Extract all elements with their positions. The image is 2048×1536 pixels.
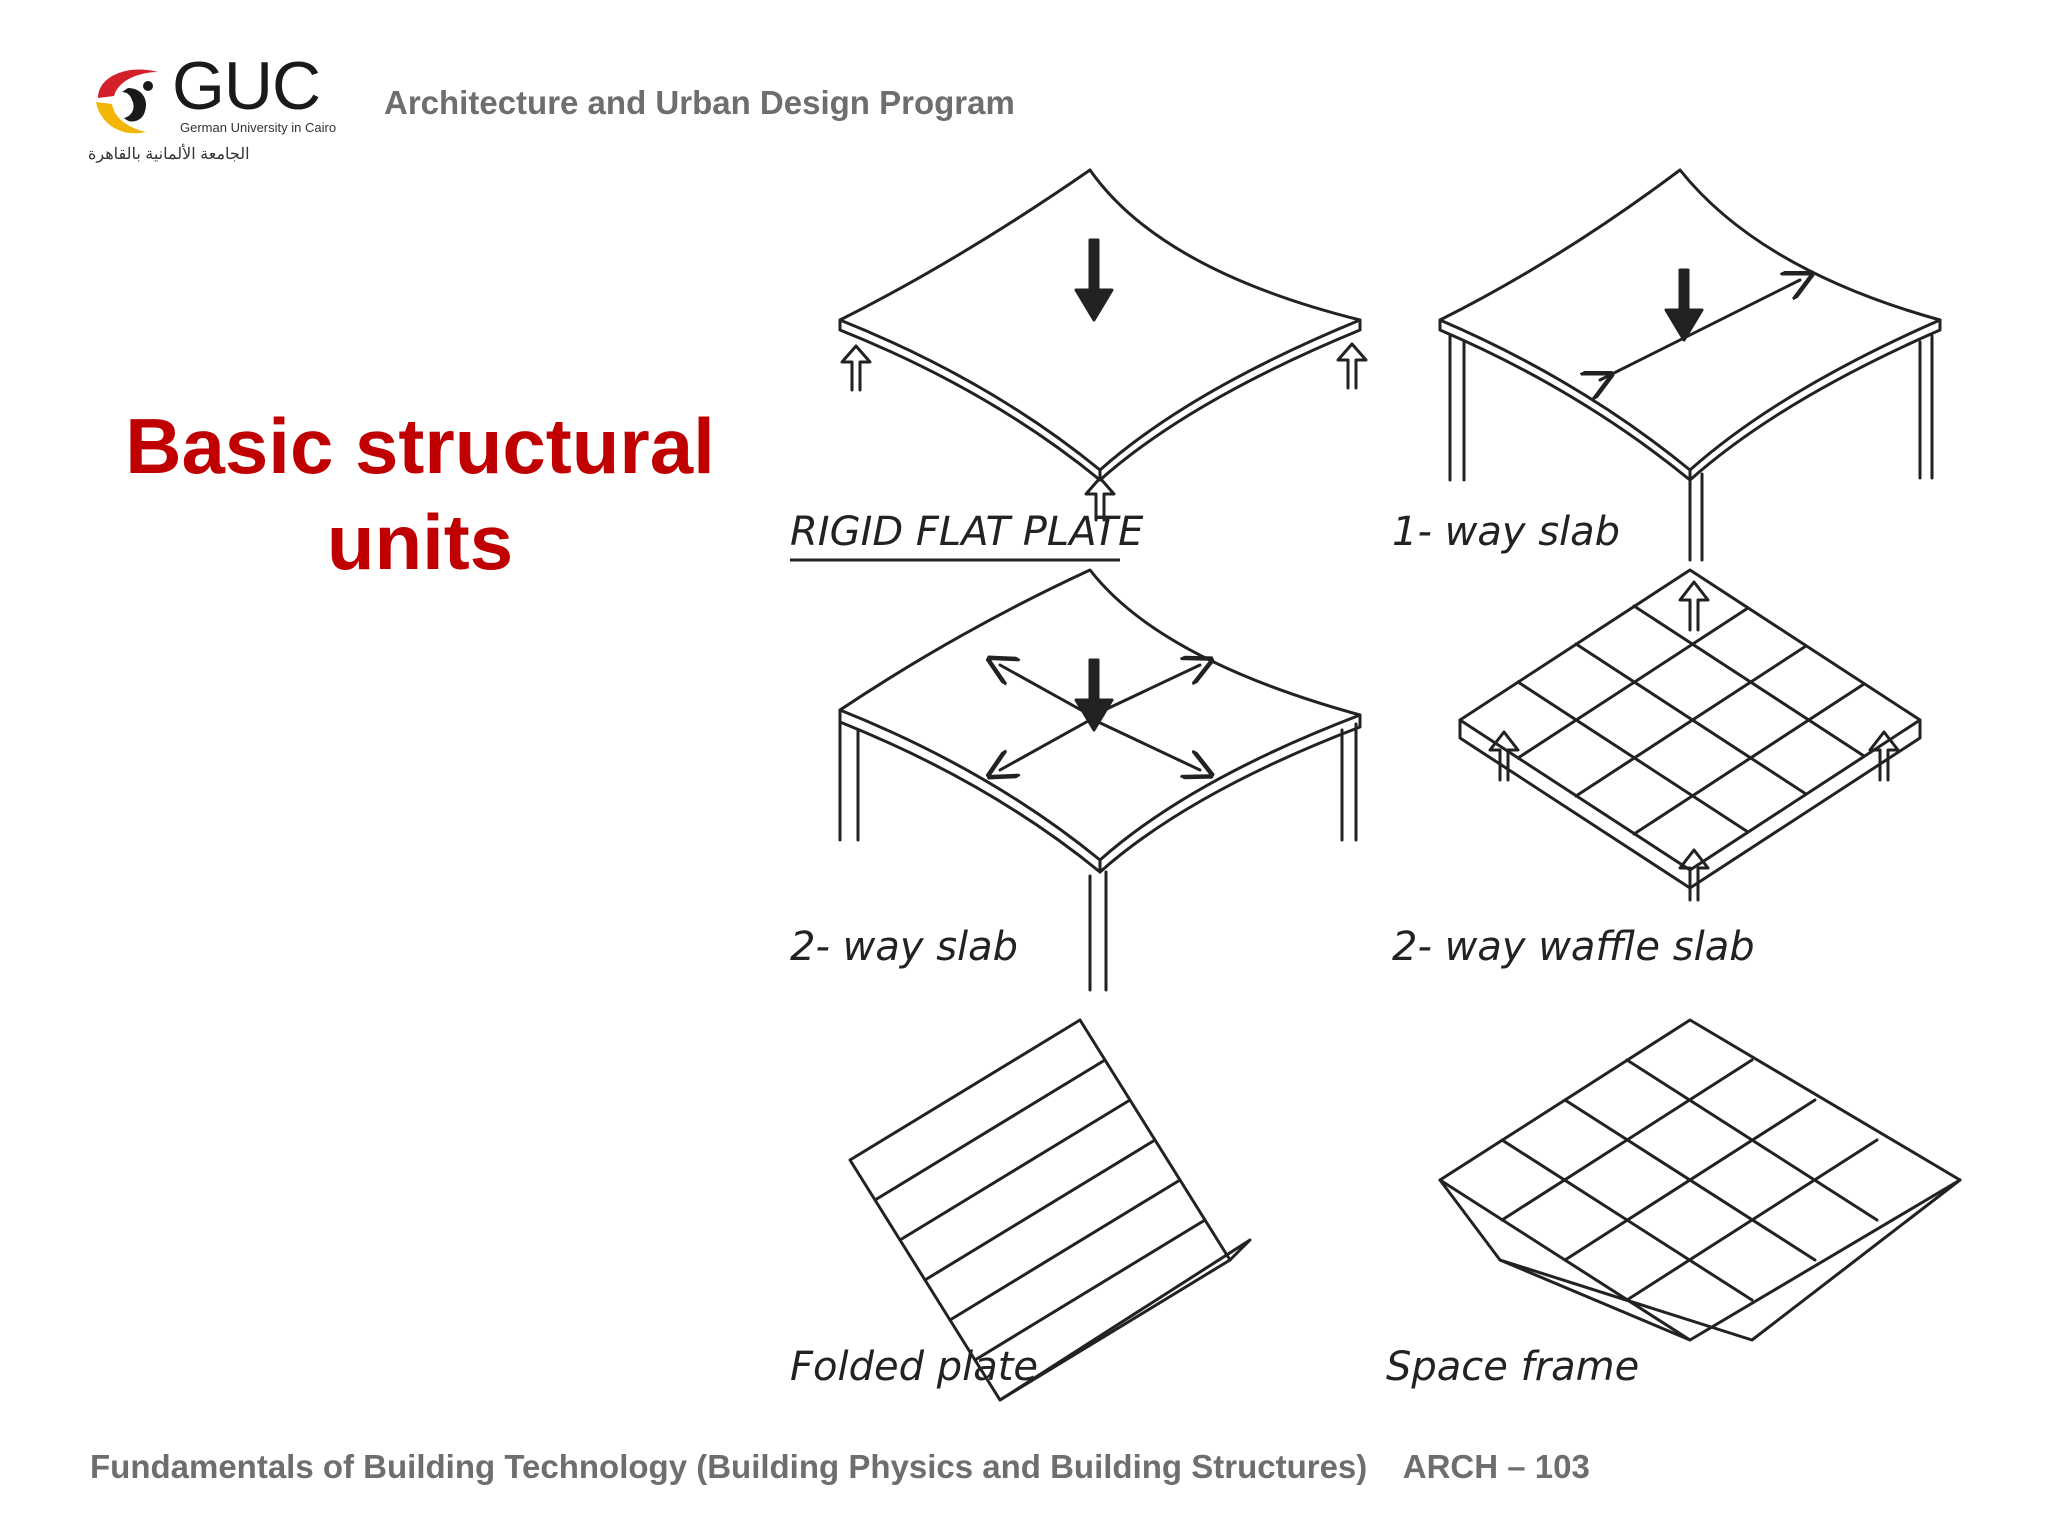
slide-title-line1: Basic structural [125, 402, 715, 490]
structural-units-drawing: RIGID FLAT PLATE 1- way slab 2- way slab… [790, 168, 1962, 1402]
logo-arabic-text: الجامعة الألمانية بالقاهرة [88, 146, 250, 163]
guc-logo-mark-icon [96, 69, 158, 134]
space-frame-sketch [1438, 1018, 1962, 1342]
logo-wordmark: GUC [172, 48, 321, 124]
guc-logo: GUC German University in Cairo الجامعة ا… [84, 52, 340, 172]
caption-one-way-slab: 1- way slab [1392, 509, 1620, 555]
footer-course: Fundamentals of Building Technology (Bui… [90, 1448, 1368, 1485]
caption-two-way-slab: 2- way slab [790, 924, 1018, 970]
one-way-slab-sketch [1438, 168, 1942, 562]
slide-title: Basic structural units [90, 398, 750, 590]
diagram-captions: RIGID FLAT PLATE 1- way slab 2- way slab… [790, 509, 1755, 1390]
folded-plate-sketch [848, 1018, 1252, 1402]
two-way-slab-sketch [838, 568, 1362, 992]
two-way-waffle-slab-sketch [1458, 568, 1922, 902]
footer-text: Fundamentals of Building Technology (Bui… [90, 1448, 1590, 1486]
program-header: Architecture and Urban Design Program [384, 84, 1015, 121]
caption-two-way-waffle-slab: 2- way waffle slab [1392, 924, 1755, 970]
footer-code: ARCH – 103 [1402, 1448, 1590, 1485]
rigid-flat-plate-sketch [838, 168, 1368, 522]
caption-rigid-flat-plate: RIGID FLAT PLATE [790, 509, 1144, 555]
logo-subtitle: German University in Cairo [180, 120, 337, 135]
caption-space-frame: Space frame [1386, 1344, 1639, 1390]
caption-folded-plate: Folded plate [790, 1344, 1038, 1390]
slide-title-line2: units [326, 498, 514, 586]
